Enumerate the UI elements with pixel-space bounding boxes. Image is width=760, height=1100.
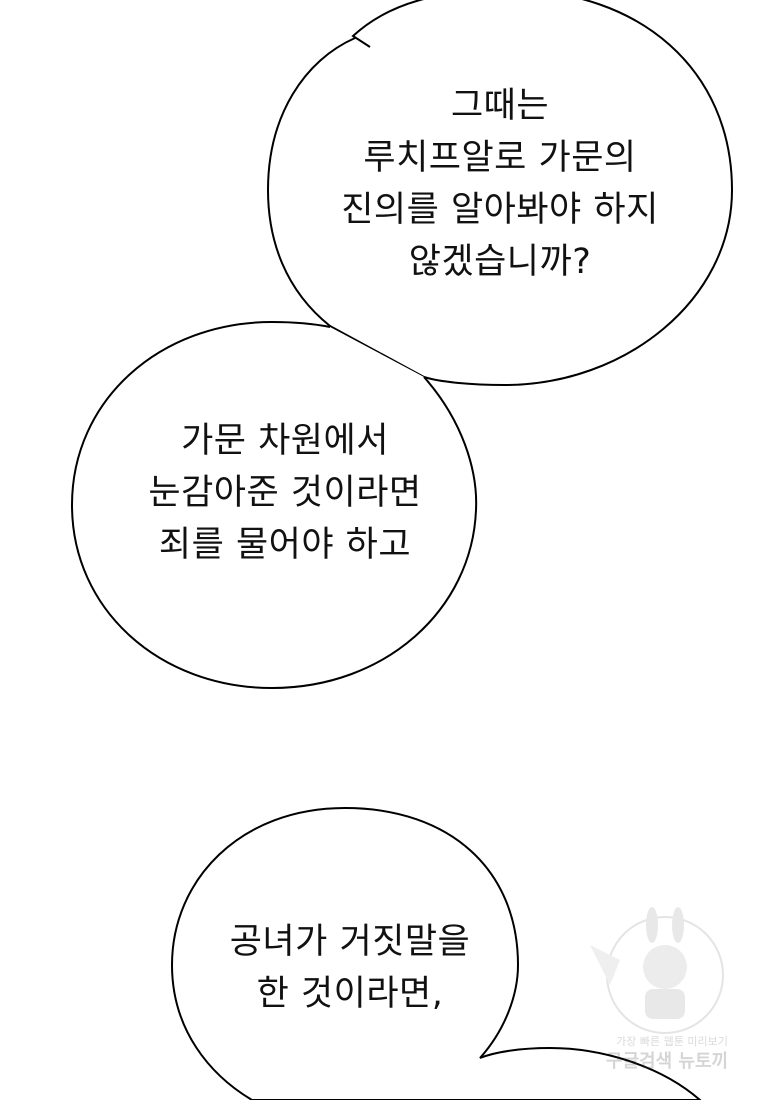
bubble-1-line: 그때는 — [450, 86, 550, 126]
bubble-3-line: 한 것이라면, — [256, 974, 444, 1014]
bubble-1-line: 않겠습니까? — [408, 242, 592, 282]
bubble-1-line: 진의를 알아봐야 하지 — [341, 190, 659, 230]
speech-bubble-1-text: 그때는 루치프알로 가문의 진의를 알아봐야 하지 않겠습니까? — [290, 80, 710, 288]
watermark-site-name: 구글검색 뉴토끼 — [605, 1051, 729, 1072]
watermark: 가장 빠른 웹툰 미리보기 구글검색 뉴토끼 — [580, 905, 750, 1080]
speech-bubble-3-text: 공녀가 거짓말을 한 것이라면, — [140, 916, 560, 1020]
watermark-mascot-icon — [590, 907, 724, 1034]
speech-bubble-2-text: 가문 차원에서 눈감아준 것이라면 죄를 물어야 하고 — [75, 415, 495, 571]
bubble-3-line: 공녀가 거짓말을 — [229, 922, 471, 962]
speech-bubble-2 — [70, 320, 478, 690]
speech-bubble-3 — [170, 806, 702, 1100]
bubble-1-line: 루치프알로 가문의 — [363, 138, 637, 178]
watermark-tagline: 가장 빠른 웹툰 미리보기 — [616, 1035, 728, 1048]
bubble-2-line: 가문 차원에서 — [181, 421, 389, 461]
speech-bubble-1 — [266, 0, 734, 387]
bubble-2-line: 죄를 물어야 하고 — [158, 525, 412, 565]
bubble-2-line: 눈감아준 것이라면 — [148, 473, 422, 513]
